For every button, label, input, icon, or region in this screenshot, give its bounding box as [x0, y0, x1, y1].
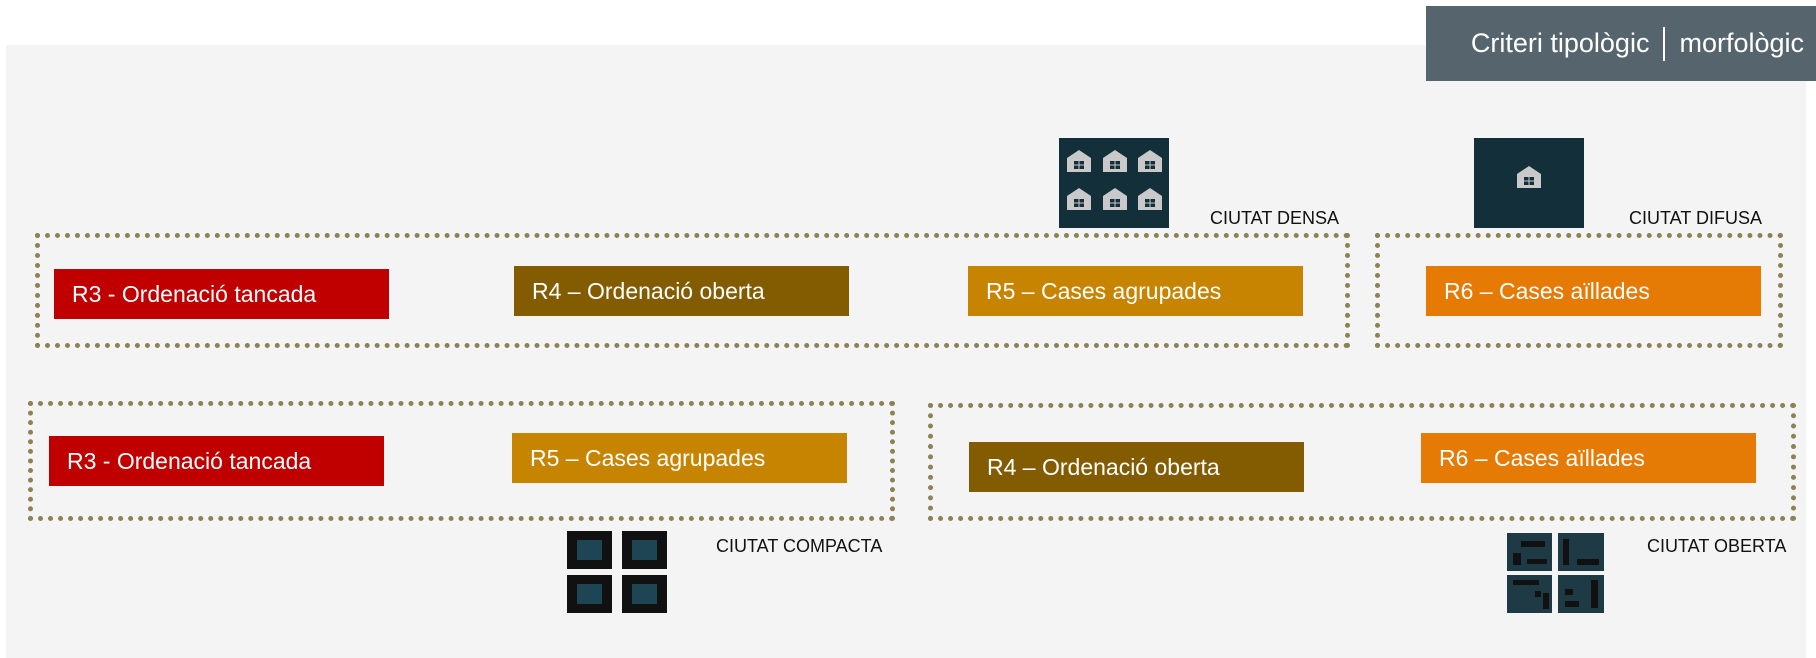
- dense-city-caption: CIUTAT DENSA: [1210, 208, 1340, 228]
- closed-blocks-icon: [567, 531, 667, 613]
- open-city-caption: CIUTAT OBERTA: [1647, 536, 1787, 556]
- top-r6-tile: R6 – Cases aïllades: [1426, 266, 1761, 316]
- criteria-morphological: morfològic: [1679, 28, 1804, 58]
- top-r4-tile: R4 – Ordenació oberta: [514, 266, 849, 316]
- open-blocks-icon: [1507, 533, 1604, 613]
- top-r3-tile: R3 - Ordenació tancada: [54, 269, 389, 319]
- header-divider: [1663, 26, 1666, 61]
- top-r5-tile: R5 – Cases agrupades: [968, 266, 1303, 316]
- bottom-r3-tile: R3 - Ordenació tancada: [49, 436, 384, 486]
- bottom-r6-tile: R6 – Cases aïllades: [1421, 433, 1756, 483]
- diffuse-city-group: [1375, 233, 1783, 348]
- single-house-icon: [1474, 138, 1584, 228]
- diffuse-city-caption: CIUTAT DIFUSA: [1629, 208, 1763, 228]
- dense-city-group: [35, 233, 1350, 348]
- compact-city-caption: CIUTAT COMPACTA: [716, 536, 883, 556]
- house-grid-icon: [1059, 138, 1169, 228]
- bottom-r5-tile: R5 – Cases agrupades: [512, 433, 847, 483]
- compact-city-group: [28, 401, 895, 521]
- criteria-header: Criteri tipològic morfològic: [1426, 6, 1816, 81]
- bottom-r4-tile: R4 – Ordenació oberta: [969, 442, 1304, 492]
- criteria-typological: Criteri tipològic: [1470, 28, 1650, 58]
- open-city-group: [928, 403, 1796, 521]
